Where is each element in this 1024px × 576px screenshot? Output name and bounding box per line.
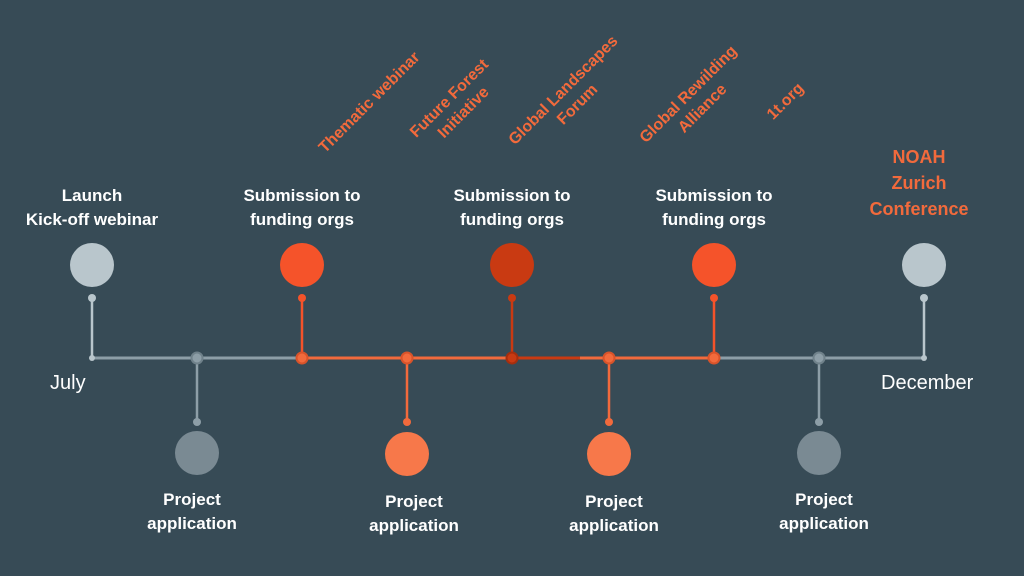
- milestone-bottom-1: [175, 431, 219, 475]
- junction-2: [295, 351, 309, 365]
- label-project-application-4: Project application: [779, 490, 869, 533]
- milestone-top-3: [490, 243, 534, 287]
- milestone-bottom-2: [385, 432, 429, 476]
- label-submission-3: Submission to funding orgs: [655, 186, 773, 229]
- axis-end-left: [89, 355, 95, 361]
- dot-bottom-4: [815, 418, 823, 426]
- junction-6: [707, 351, 721, 365]
- label-project-application-1: Project application: [147, 490, 237, 533]
- milestone-bottom-3: [587, 432, 631, 476]
- dot-top-3: [508, 294, 516, 302]
- junction-4: [505, 351, 519, 365]
- milestone-top-2: [280, 243, 324, 287]
- milestone-top-4: [692, 243, 736, 287]
- label-submission-1: Submission to funding orgs: [243, 186, 361, 229]
- dot-top-5: [920, 294, 928, 302]
- dot-bottom-3: [605, 418, 613, 426]
- milestone-top-1: [70, 243, 114, 287]
- dot-top-4: [710, 294, 718, 302]
- label-launch: Launch Kick-off webinar: [25, 186, 159, 229]
- junction-5: [602, 351, 616, 365]
- label-project-application-3: Project application: [569, 492, 659, 535]
- dot-bottom-1: [193, 418, 201, 426]
- label-project-application-2: Project application: [369, 492, 459, 535]
- axis-end-right: [921, 355, 927, 361]
- milestone-top-5: [902, 243, 946, 287]
- dot-bottom-2: [403, 418, 411, 426]
- label-submission-2: Submission to funding orgs: [453, 186, 571, 229]
- start-month-label: July: [50, 372, 86, 394]
- dot-top-1: [88, 294, 96, 302]
- label-noah-conference: NOAH Zurich Conference: [869, 147, 969, 219]
- milestone-bottom-4: [797, 431, 841, 475]
- end-month-label: December: [881, 372, 974, 394]
- junction-7: [812, 351, 826, 365]
- junction-3: [400, 351, 414, 365]
- junction-1: [190, 351, 204, 365]
- dot-top-2: [298, 294, 306, 302]
